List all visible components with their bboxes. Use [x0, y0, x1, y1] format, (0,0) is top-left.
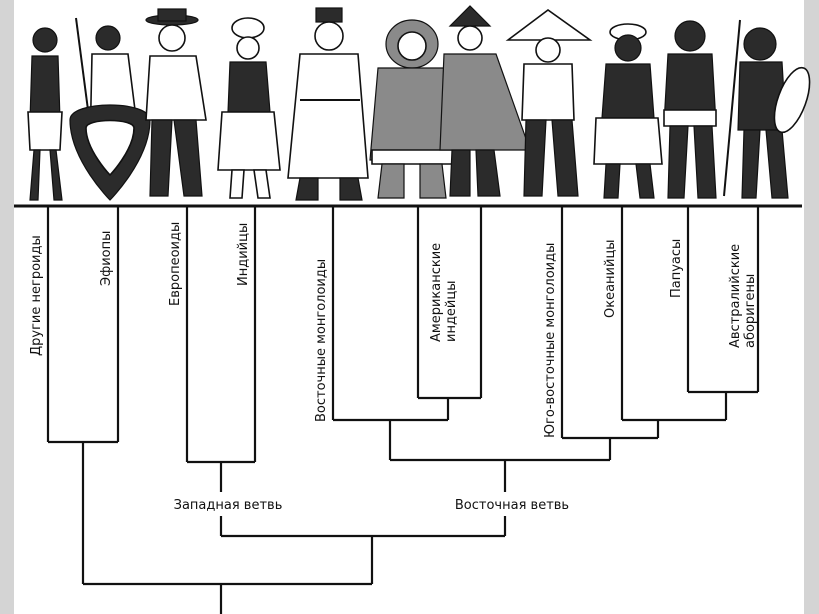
group-label-line: Папуасы: [669, 239, 684, 298]
label-other-negroids: Другие негроиды: [29, 235, 44, 356]
figure-european: [145, 8, 207, 197]
label-papuans: Папуасы: [669, 239, 684, 298]
label-american-indians: Американскиеиндейцы: [429, 243, 459, 342]
label-indians: Индийцы: [236, 223, 251, 286]
west-branch-label: Западная ветвь: [174, 498, 283, 513]
label-southeast-mongoloids: Юго-восточные монголоиды: [543, 243, 558, 438]
label-australian-aborigines: Австралийскиеаборигены: [728, 244, 758, 348]
figure-australian-aborigine: [723, 19, 811, 199]
group-label-line: Восточные монголоиды: [314, 259, 329, 422]
figure-ethiopian: [69, 17, 151, 201]
group-labels: Другие негроиды Эфиопы Европеоиды Индийц…: [29, 222, 758, 438]
group-label-line: Океанийцы: [603, 239, 618, 318]
figure-other-negroid: [27, 27, 63, 201]
figure-indian: [217, 17, 281, 199]
figure-papuan: [663, 20, 717, 199]
label-ethiopians: Эфиопы: [99, 231, 114, 286]
group-label-line: Австралийские: [728, 244, 743, 348]
figures-row: [27, 5, 811, 201]
group-label-line: Европеоиды: [168, 222, 183, 306]
group-label-line: аборигены: [743, 274, 758, 348]
figure-eskimo: [369, 19, 461, 199]
group-label-line: Индийцы: [236, 223, 251, 286]
label-europeans: Европеоиды: [168, 222, 183, 306]
label-oceanians: Океанийцы: [603, 239, 618, 318]
figure-american-indian: [439, 5, 531, 197]
group-label-line: Другие негроиды: [29, 235, 44, 356]
group-label-line: Американские: [429, 243, 444, 342]
group-label-line: Эфиопы: [99, 231, 114, 286]
figure-southeast-mongoloid: [505, 9, 593, 197]
group-label-line: Юго-восточные монголоиды: [543, 243, 558, 438]
east-branch-label: Восточная ветвь: [455, 498, 569, 513]
group-label-line: индейцы: [444, 281, 459, 343]
figure-east-mongoloid: [287, 7, 369, 201]
label-east-mongoloids: Восточные монголоиды: [314, 259, 329, 422]
dendrogram-lines: [46, 206, 760, 614]
figure-oceanian: [593, 23, 663, 199]
